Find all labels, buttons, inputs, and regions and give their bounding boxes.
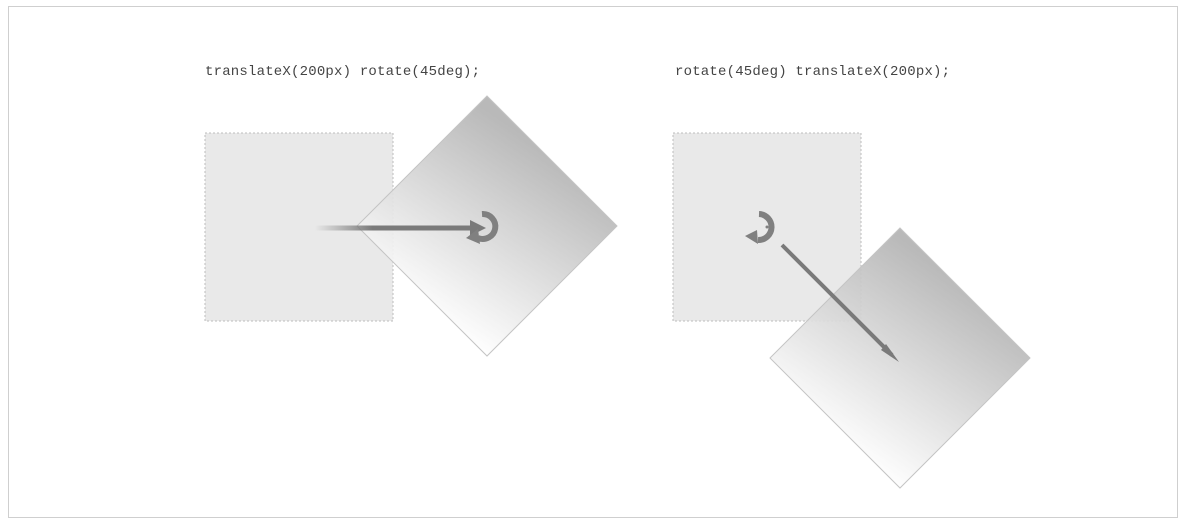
translate-arrow-icon [780, 243, 894, 357]
rotate-arrow-icon [745, 211, 775, 244]
left-transform-code: translateX(200px) rotate(45deg); [205, 64, 481, 80]
right-arrowhead [881, 344, 899, 362]
right-transform-code: rotate(45deg) translateX(200px); [675, 64, 951, 80]
figure-frame [8, 6, 1178, 518]
rotate-arrow-icon [466, 211, 499, 244]
right-transformed-box [769, 227, 1031, 489]
left-transformed-box [356, 95, 618, 357]
